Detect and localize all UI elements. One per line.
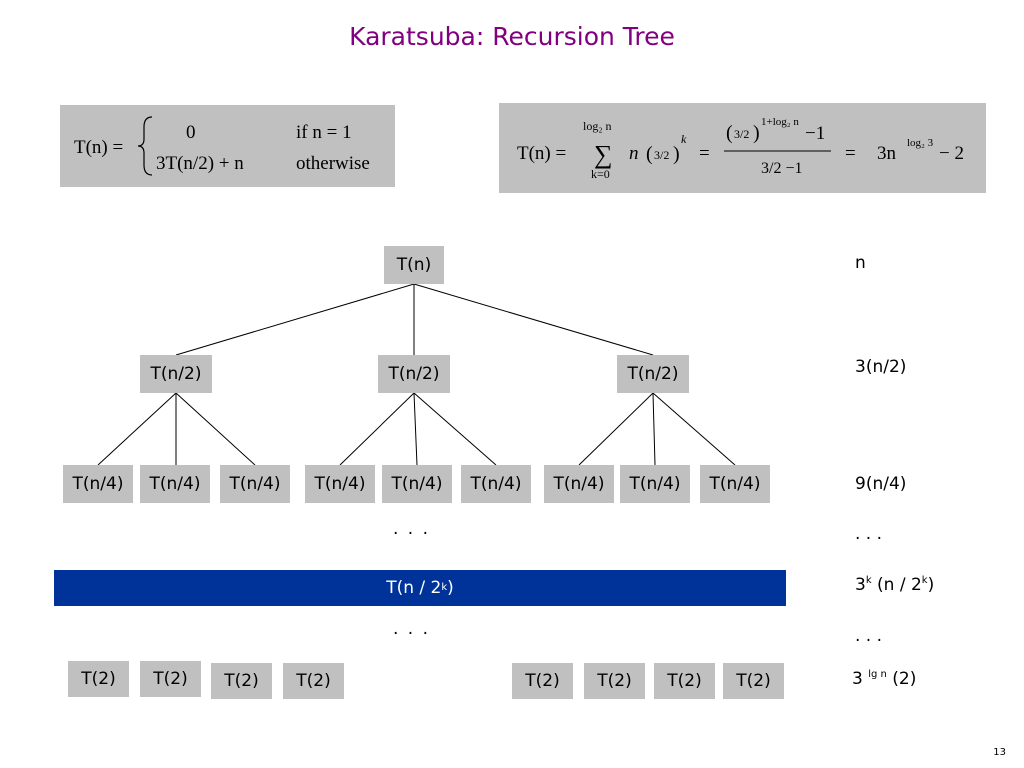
left-brace bbox=[137, 116, 153, 176]
tree-node-root: T(n) bbox=[384, 246, 444, 284]
edge bbox=[175, 283, 415, 356]
tree-ellipsis: . . . bbox=[393, 519, 431, 539]
tree-node-level2: T(n/4) bbox=[63, 465, 133, 503]
tree-node-level2: T(n/4) bbox=[140, 465, 210, 503]
equals-2: = bbox=[845, 143, 856, 164]
tree-leaf: T(2) bbox=[140, 661, 201, 697]
tree-leaf: T(2) bbox=[68, 661, 129, 697]
tree-node-level2: T(n/4) bbox=[544, 465, 614, 503]
level-cost-k-mid: (n / 2 bbox=[871, 575, 922, 595]
sum-lower-limit: k=0 bbox=[591, 167, 610, 181]
num-exponent: 1+log₂ n bbox=[761, 116, 799, 128]
level-cost-1: 3(n/2) bbox=[855, 357, 907, 377]
tree-leaf: T(2) bbox=[211, 663, 272, 699]
level-cost-k-tail: ) bbox=[927, 575, 935, 595]
edge bbox=[413, 283, 654, 356]
sum-sign: ∑ bbox=[594, 140, 613, 169]
closed-form-formula: T(n) = log₂ n ∑ k=0 n ( 3/2 ) k = ( 3/2 … bbox=[499, 103, 986, 193]
tree-leaf: T(2) bbox=[654, 663, 715, 699]
level-cost-leaf: 3 lg n (2) bbox=[852, 669, 916, 689]
result: 3n bbox=[877, 143, 897, 164]
term-fraction: 3/2 bbox=[654, 148, 669, 162]
edge bbox=[652, 392, 656, 466]
case2-value: 3T(n/2) + n bbox=[156, 153, 244, 174]
level-cost-k: 3k (n / 2k) bbox=[855, 575, 934, 595]
result-tail: − 2 bbox=[939, 143, 964, 164]
edge bbox=[652, 392, 736, 466]
level-cost-k-exponent-2: k bbox=[921, 575, 928, 586]
tree-node-level2: T(n/4) bbox=[382, 465, 452, 503]
recurrence-formula: T(n) = 0 if n = 1 3T(n/2) + n otherwise bbox=[60, 105, 395, 187]
edge bbox=[339, 392, 415, 466]
tree-leaf: T(2) bbox=[512, 663, 573, 699]
tree-node-level2: T(n/4) bbox=[700, 465, 770, 503]
slide-title: Karatsuba: Recursion Tree bbox=[349, 22, 675, 51]
case1-value: 0 bbox=[186, 122, 196, 143]
tree-node-level1: T(n/2) bbox=[140, 355, 212, 393]
num-paren-open: ( bbox=[726, 122, 733, 144]
num-tail: −1 bbox=[805, 123, 825, 144]
tree-leaf: T(2) bbox=[723, 663, 784, 699]
level-k-bar-tail: ) bbox=[447, 578, 454, 598]
denominator: 3/2 −1 bbox=[761, 160, 802, 177]
level-cost-2: 9(n/4) bbox=[855, 474, 907, 494]
closed-form-lhs: T(n) = bbox=[517, 143, 566, 164]
case1-condition: if n = 1 bbox=[296, 122, 352, 143]
paren-close: ) bbox=[673, 143, 680, 165]
edge bbox=[413, 392, 418, 466]
num-paren-close: ) bbox=[753, 122, 760, 144]
level-k-bar-base: T(n / 2 bbox=[386, 578, 442, 598]
tree-node-level1: T(n/2) bbox=[378, 355, 450, 393]
tree-node-level2: T(n/4) bbox=[305, 465, 375, 503]
edge bbox=[413, 392, 497, 466]
term-n: n bbox=[629, 143, 639, 164]
tree-node-level2: T(n/4) bbox=[461, 465, 531, 503]
edge bbox=[175, 392, 256, 466]
paren-open: ( bbox=[646, 143, 653, 165]
level-cost-leaf-base: 3 bbox=[852, 669, 869, 689]
tree-leaf: T(2) bbox=[283, 663, 344, 699]
level-cost-ellipsis: . . . bbox=[855, 626, 883, 646]
tree-ellipsis: . . . bbox=[393, 619, 431, 639]
tree-node-level2: T(n/4) bbox=[220, 465, 290, 503]
tree-node-level2: T(n/4) bbox=[620, 465, 690, 503]
tree-leaf: T(2) bbox=[584, 663, 645, 699]
case2-condition: otherwise bbox=[296, 153, 370, 174]
tree-node-level1: T(n/2) bbox=[617, 355, 689, 393]
level-cost-leaf-tail: (2) bbox=[886, 669, 917, 689]
page-number: 13 bbox=[993, 747, 1006, 758]
num-fraction: 3/2 bbox=[734, 127, 749, 141]
recurrence-lhs: T(n) = bbox=[74, 137, 123, 158]
level-cost-0: n bbox=[855, 253, 866, 273]
result-exponent: log₂ 3 bbox=[907, 137, 934, 149]
level-cost-k-base: 3 bbox=[855, 575, 866, 595]
level-cost-k-exponent: k bbox=[865, 575, 872, 586]
level-cost-leaf-exponent: lg n bbox=[868, 669, 887, 680]
edge bbox=[578, 392, 654, 466]
equals-1: = bbox=[699, 143, 710, 164]
term-exponent: k bbox=[681, 132, 687, 146]
edge bbox=[97, 392, 177, 466]
sum-upper-limit: log₂ n bbox=[583, 119, 612, 133]
level-cost-ellipsis: . . . bbox=[855, 524, 883, 544]
